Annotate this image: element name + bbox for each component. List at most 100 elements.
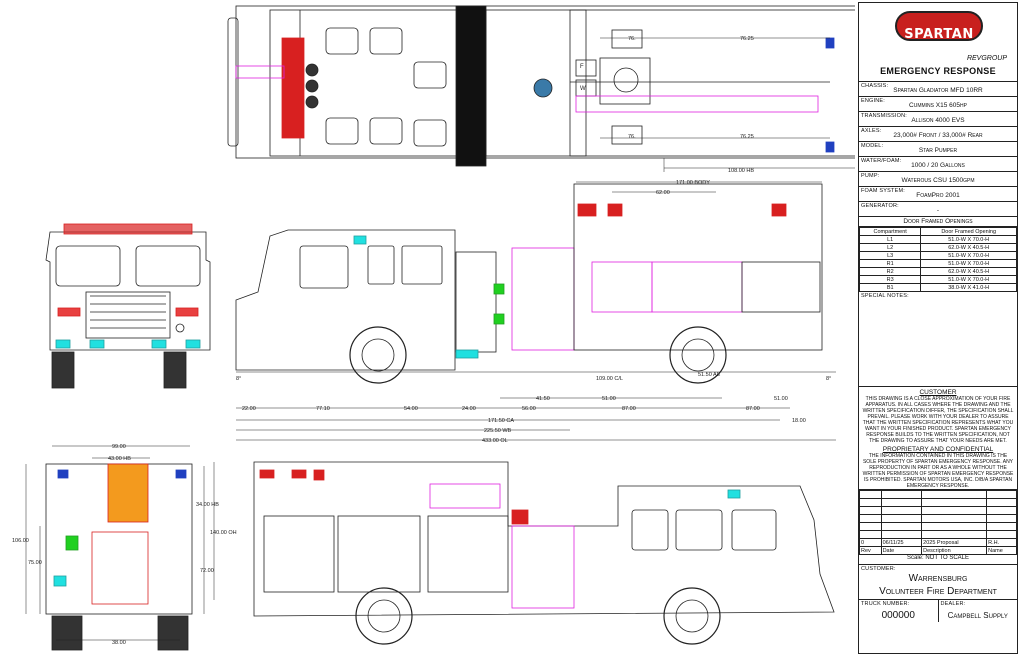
opening-size: 62.0-W X 40.5-H	[920, 267, 1017, 276]
revision-table: 0 06/11/25 2025 Proposal R.H. Rev Date D…	[859, 490, 1017, 555]
logo-area: SPARTAN REVGROUP EMERGENCY RESPONSE	[859, 3, 1017, 82]
left-side-view	[253, 461, 835, 645]
dim-41: 41.50	[536, 396, 550, 402]
division-label: EMERGENCY RESPONSE	[880, 66, 996, 76]
dim-18: 18.00	[792, 418, 806, 424]
rev-header-description: Description	[921, 546, 988, 555]
spec-row: Water/Foam:1000 / 20 Gallons	[859, 157, 1017, 172]
dim-77: 77.10	[316, 406, 330, 412]
spec-row: Pump:Waterous CSU 1500gpm	[859, 172, 1017, 187]
compartment-id: L3	[858, 251, 922, 260]
opening-size: 51.0-W X 70.0-H	[920, 235, 1017, 244]
truck-dealer-row: Truck Number: 000000 Dealer: Campbell Su…	[859, 600, 1017, 622]
dim-body: 171.00 BODY	[676, 180, 710, 186]
opening-size: 62.0-W X 40.5-H	[920, 243, 1017, 252]
special-notes-label: Special Notes:	[861, 293, 909, 299]
opening-size: 38.0-W X 41.0-H	[920, 283, 1017, 292]
customer-note: THIS DRAWING IS A CLOSE APPROXIMATION OF…	[862, 396, 1014, 444]
dim-top-1: 76.	[628, 36, 636, 42]
special-notes: Special Notes:	[859, 292, 1017, 387]
customer-label: Customer:	[861, 566, 896, 572]
spec-value: -	[936, 207, 940, 214]
dimension-labels: 76. 76.25 76. 76.25 108.00 HB 171.00 BOD…	[12, 36, 831, 646]
spec-value: 23,000# Front / 33,000# Rear	[893, 132, 983, 139]
spec-value: FoamPro 2001	[916, 192, 960, 199]
spec-row: Generator:-	[859, 202, 1017, 217]
marker-w: W	[580, 86, 586, 92]
customer-name-1: Warrensburg	[908, 573, 968, 584]
dim-angle-rear: 8°	[826, 376, 831, 382]
compartment-id: L1	[858, 235, 922, 244]
marker-f: F	[580, 64, 584, 70]
spec-label: Chassis:	[861, 83, 889, 89]
openings-header-compartment: Compartment	[858, 227, 922, 236]
customer-note-title: CUSTOMER	[919, 389, 957, 396]
dim-rear-99: 99.00	[112, 444, 126, 450]
proprietary-note: THE INFORMATION CONTAINED IN THIS DRAWIN…	[862, 453, 1014, 489]
dealer-label: Dealer:	[940, 601, 966, 607]
spartan-logo: SPARTAN	[895, 11, 983, 42]
spec-label: Engine:	[861, 98, 886, 104]
rev-header-rev: Rev	[859, 546, 882, 555]
dim-top-hb: 108.00 HB	[728, 168, 754, 174]
spec-label: Axles:	[861, 128, 882, 134]
openings-title-row: Door Framed Openings	[859, 217, 1017, 227]
dim-rear-38: 38.00	[112, 640, 126, 646]
truck-number-label: Truck Number:	[861, 601, 910, 607]
brand-name: SPARTAN	[904, 27, 974, 42]
spec-list: Chassis:Spartan Gladiator MFD 10RREngine…	[859, 82, 1017, 217]
dim-angle-front: 8°	[236, 376, 241, 382]
dealer-name: Campbell Supply	[947, 611, 1008, 620]
dim-rear-72: 72.00	[200, 568, 214, 574]
dim-24: 24.00	[462, 406, 476, 412]
dim-rear-75: 75.00	[28, 560, 42, 566]
spec-row: Foam System: FoamPro 2001	[859, 187, 1017, 202]
right-side-view	[235, 183, 836, 384]
compartment-id: R2	[858, 267, 922, 276]
dim-ae: 51.50 AE	[698, 372, 721, 378]
dim-top-4: 76.25	[740, 134, 754, 140]
notes-area: CUSTOMER THIS DRAWING IS A CLOSE APPROXI…	[859, 389, 1017, 490]
compartment-id: L2	[858, 243, 922, 252]
spec-row: Transmission:Allison 4000 EVS	[859, 112, 1017, 127]
rev-name: R.H.	[986, 538, 1017, 547]
rev-description: 2025 Proposal	[921, 538, 988, 547]
dealer-cell: Dealer: Campbell Supply	[939, 600, 1018, 622]
spec-label: Foam System:	[861, 188, 905, 194]
truck-number-cell: Truck Number: 000000	[859, 600, 939, 622]
dim-56: 56.00	[522, 406, 536, 412]
dim-ca: 171.50 CA	[488, 418, 514, 424]
spec-label: Water/Foam:	[861, 158, 902, 164]
front-view	[45, 223, 211, 389]
compartment-id: B1	[858, 283, 922, 292]
dim-wb: 225.50 WB	[484, 428, 512, 434]
title-block: SPARTAN REVGROUP EMERGENCY RESPONSE Chas…	[858, 2, 1018, 654]
spec-row: Chassis:Spartan Gladiator MFD 10RR	[859, 82, 1017, 97]
dim-rear-34hb: 34.00 HB	[196, 502, 219, 508]
compartment-id: R1	[858, 259, 922, 268]
dim-cl: 109.00 C/L	[596, 376, 623, 382]
spec-value: Waterous CSU 1500gpm	[901, 177, 975, 184]
dim-87a: 87.00	[622, 406, 636, 412]
rev-number: 0	[859, 538, 882, 547]
rev-group-label: REVGROUP	[966, 55, 1007, 62]
rev-date: 06/11/25	[880, 538, 923, 547]
spec-value: Star Pumper	[918, 147, 958, 154]
rev-header-name: Name	[986, 546, 1017, 555]
spec-row: Axles: 23,000# Front / 33,000# Rear	[859, 127, 1017, 142]
spec-row: Engine:Cummins X15 605hp	[859, 97, 1017, 112]
opening-size: 51.0-W X 70.0-H	[920, 275, 1017, 284]
dim-rear-43hb: 43.00 HB	[108, 456, 131, 462]
customer-name-2: Volunteer Fire Department	[879, 586, 997, 597]
openings-header-opening: Door Framed Opening	[920, 227, 1017, 236]
dim-ol: 433.00 OL	[482, 438, 508, 444]
openings-title: Door Framed Openings	[903, 218, 973, 225]
opening-size: 51.0-W X 70.0-H	[920, 259, 1017, 268]
spec-value: Allison 4000 EVS	[911, 117, 965, 124]
dim-top-3: 76.	[628, 134, 636, 140]
